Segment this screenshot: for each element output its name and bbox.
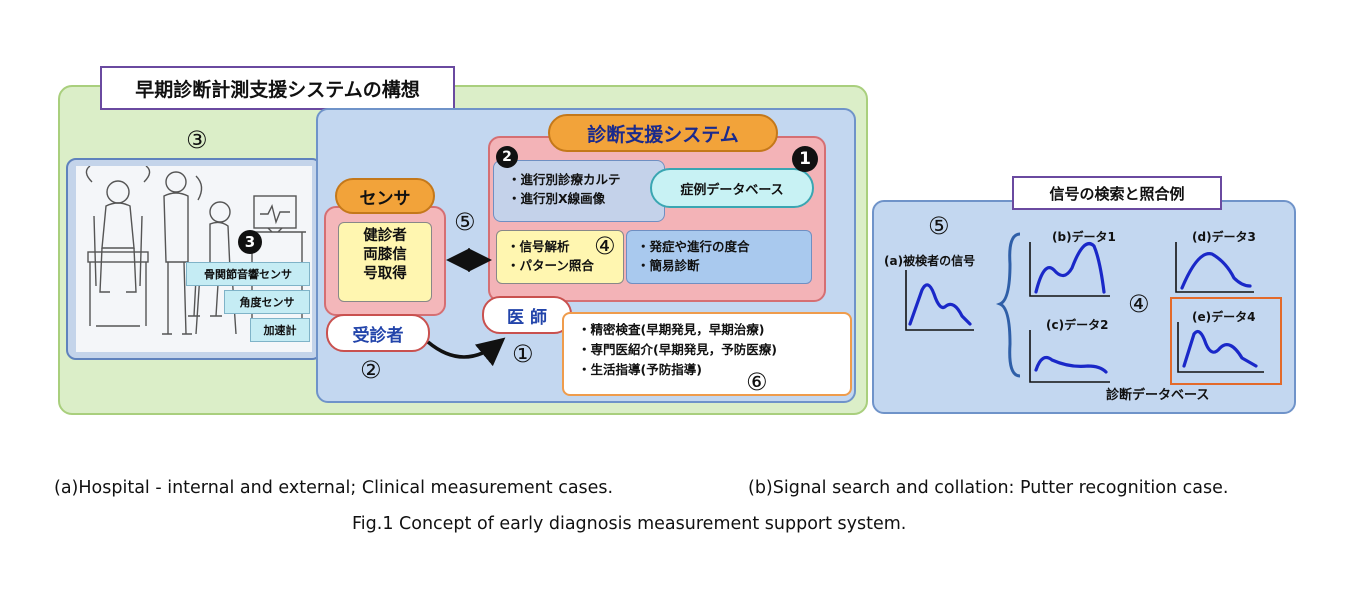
- exam-item: ・生活指導(予防指導): [578, 362, 702, 377]
- graph-d-label: (d)データ3: [1192, 230, 1256, 244]
- bracket-icon: [995, 232, 1021, 378]
- search-panel-title: 信号の検索と照合例: [1012, 176, 1222, 210]
- exam-box: ・精密検査(早期発見，早期治療) ・専門医紹介(早期発見，予防医療) ・生活指導…: [562, 312, 852, 396]
- search-step-4-number: ④: [1128, 290, 1150, 318]
- sensor-line: 号取得: [363, 266, 407, 282]
- records-box: ・進行別診療カルテ ・進行別X線画像: [493, 160, 665, 222]
- graph-e-curve: [1182, 330, 1258, 368]
- case-database: 症例データベース: [650, 168, 814, 208]
- analysis-item: ・パターン照合: [507, 258, 594, 273]
- sensor-line: 両膝信: [363, 247, 407, 263]
- graph-c-axes: [1029, 330, 1110, 383]
- match-highlight: [1170, 297, 1282, 385]
- analysis-item: ・信号解析: [507, 239, 570, 254]
- record-item: ・進行別診療カルテ: [508, 172, 621, 187]
- graph-e-label: (e)データ4: [1192, 310, 1256, 324]
- step-3-number: ③: [186, 126, 208, 154]
- caption-a: (a)Hospital - internal and external; Cli…: [54, 478, 614, 498]
- stage-item: ・発症や進行の度合: [637, 239, 750, 254]
- analysis-box: ・信号解析 ・パターン照合: [496, 230, 624, 284]
- query-curve: [908, 283, 972, 326]
- step-5-number: ⑤: [454, 208, 476, 236]
- step-1-number: ①: [512, 340, 534, 368]
- graph-e-axes: [1177, 322, 1264, 373]
- badge-1: 1: [792, 146, 818, 172]
- graph-b-curve: [1034, 242, 1106, 294]
- doctor-label: 医 師: [482, 296, 572, 334]
- patient-doctor-arrow: [426, 337, 506, 367]
- sensor-title: センサ: [335, 178, 435, 214]
- exam-item: ・精密検査(早期発見，早期治療): [578, 322, 765, 337]
- patient-label: 受診者: [326, 314, 430, 352]
- acoustic-sensor-label: 骨関節音響センサ: [186, 262, 310, 286]
- concept-title: 早期診断計測支援システムの構想: [100, 66, 455, 110]
- step-6-number: ⑥: [746, 368, 768, 396]
- graph-b-axes: [1029, 242, 1110, 297]
- record-item: ・進行別X線画像: [508, 191, 606, 206]
- query-signal-label: (a)被検者の信号: [884, 254, 976, 268]
- step-2-number: ②: [360, 356, 382, 384]
- graph-d-curve: [1180, 252, 1252, 290]
- sensor-line: 健診者: [363, 228, 407, 244]
- badge-3: 3: [238, 230, 262, 254]
- sensor-body: 健診者 両膝信 号取得: [338, 222, 432, 302]
- graph-c-curve: [1034, 356, 1108, 374]
- angle-sensor-label: 角度センサ: [224, 290, 310, 314]
- diagnosis-system-title: 診断支援システム: [548, 114, 778, 152]
- exam-item: ・専門医紹介(早期発見，予防医療): [578, 342, 777, 357]
- query-axes: [905, 270, 974, 331]
- search-step-5-number: ⑤: [928, 212, 950, 240]
- stage-item: ・簡易診断: [637, 258, 700, 273]
- stage-box: ・発症や進行の度合 ・簡易診断: [626, 230, 812, 284]
- caption-b: (b)Signal search and collation: Putter r…: [748, 478, 1229, 498]
- accelerometer-label: 加速計: [250, 318, 310, 342]
- graph-c-label: (c)データ2: [1046, 318, 1109, 332]
- graph-d-axes: [1175, 242, 1254, 293]
- badge-2: 2: [496, 146, 518, 168]
- figure-caption: Fig.1 Concept of early diagnosis measure…: [352, 514, 907, 534]
- step-4-number: ④: [594, 232, 616, 260]
- graph-b-label: (b)データ1: [1052, 230, 1116, 244]
- database-label: 診断データベース: [1106, 388, 1210, 403]
